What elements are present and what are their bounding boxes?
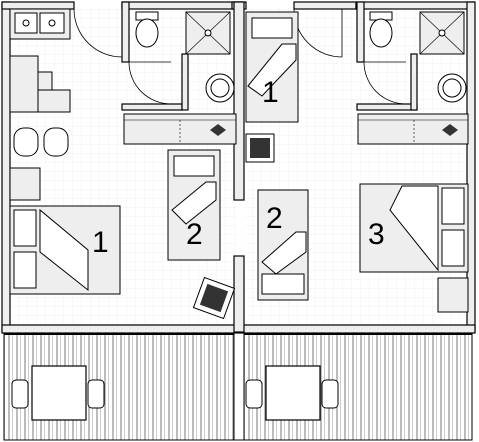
tv-icon bbox=[442, 124, 458, 136]
washbasin-icon bbox=[437, 73, 467, 103]
bed-double-right: 3 bbox=[359, 183, 469, 273]
counter-left bbox=[123, 113, 237, 145]
bed-label: 2 bbox=[266, 202, 283, 235]
toilet-icon bbox=[369, 11, 393, 48]
washbasin-icon bbox=[205, 73, 235, 103]
counter-right bbox=[357, 113, 469, 145]
bed-single-right-2: 2 bbox=[257, 189, 309, 301]
door-swing-icon bbox=[73, 8, 407, 105]
shower-icon bbox=[419, 11, 465, 55]
tv-icon bbox=[210, 124, 226, 136]
kitchen-cabinet bbox=[9, 167, 41, 201]
table-icon bbox=[11, 365, 339, 421]
bed-single-left: 2 bbox=[167, 149, 221, 261]
bed-double-left: 1 bbox=[9, 205, 121, 295]
bathroom-right bbox=[369, 11, 467, 103]
chair-icon bbox=[13, 127, 69, 157]
toilet-icon bbox=[135, 11, 159, 48]
bathroom-left bbox=[135, 11, 235, 103]
kitchen-island bbox=[37, 89, 71, 113]
sink-icon bbox=[14, 12, 65, 34]
kitchen bbox=[9, 8, 71, 201]
armchair-icon bbox=[192, 133, 275, 320]
kitchen-unit bbox=[9, 55, 39, 113]
walls bbox=[1, 1, 476, 334]
bed-label: 3 bbox=[368, 218, 385, 251]
shower-icon bbox=[185, 11, 231, 55]
bed-label: 1 bbox=[92, 226, 109, 259]
bed-single-right-1: 1 bbox=[245, 11, 299, 123]
bed-label: 1 bbox=[262, 76, 279, 109]
cabinet-right bbox=[437, 277, 469, 313]
bed-label: 2 bbox=[186, 218, 203, 251]
